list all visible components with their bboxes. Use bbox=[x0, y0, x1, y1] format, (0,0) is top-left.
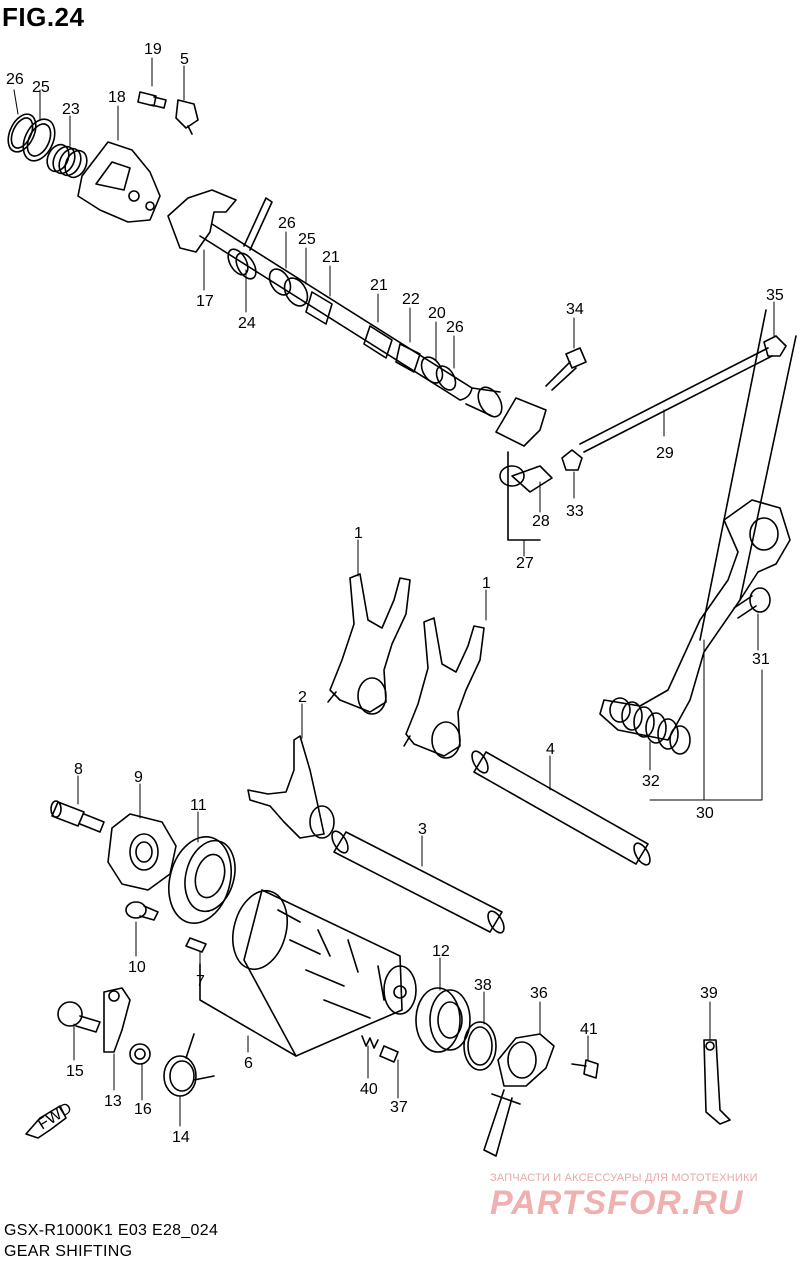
callout: 16 bbox=[134, 1101, 152, 1118]
callout: 20 bbox=[428, 305, 446, 322]
callout: 21 bbox=[322, 249, 340, 266]
callout: 27 bbox=[516, 555, 534, 572]
shift-lever-30 bbox=[599, 309, 797, 741]
callout: 29 bbox=[656, 445, 674, 462]
bolt-34 bbox=[545, 347, 587, 391]
stopper-arm-13 bbox=[103, 987, 131, 1053]
callout: 39 bbox=[700, 985, 718, 1002]
callout: 38 bbox=[474, 977, 492, 994]
callout: 33 bbox=[566, 503, 584, 520]
shift-fork-1a bbox=[327, 573, 411, 715]
callout: 40 bbox=[360, 1081, 378, 1098]
callout: 19 bbox=[144, 41, 162, 58]
callout: 6 bbox=[244, 1055, 253, 1072]
callout: 34 bbox=[566, 301, 584, 318]
fork-shaft-3 bbox=[331, 830, 505, 934]
spring-14 bbox=[163, 1033, 215, 1097]
bolt-10 bbox=[125, 901, 159, 921]
gear-position-switch-36 bbox=[483, 1033, 555, 1157]
shaft-collars bbox=[268, 268, 457, 391]
callout: 22 bbox=[402, 291, 420, 308]
callout: 35 bbox=[766, 287, 784, 304]
callout: 17 bbox=[196, 293, 214, 310]
callout-labels: 26 25 23 18 19 5 17 24 26 25 21 21 22 20… bbox=[6, 41, 784, 1146]
spring-40 bbox=[361, 1035, 379, 1049]
fwd-label: FWD bbox=[35, 1100, 75, 1134]
callout: 3 bbox=[418, 821, 427, 838]
callout: 1 bbox=[354, 525, 363, 542]
shift-fork-2 bbox=[247, 735, 335, 839]
callout: 37 bbox=[390, 1099, 408, 1116]
callout: 10 bbox=[128, 959, 146, 976]
bolt-15 bbox=[57, 1001, 101, 1033]
callout: 31 bbox=[752, 651, 770, 668]
callout: 28 bbox=[532, 513, 550, 530]
callout: 13 bbox=[104, 1093, 122, 1110]
washer-25 bbox=[22, 118, 56, 162]
callout: 36 bbox=[530, 985, 548, 1002]
spring-23 bbox=[46, 143, 88, 179]
callout: 1 bbox=[482, 575, 491, 592]
callout: 25 bbox=[298, 231, 316, 248]
callout: 4 bbox=[546, 741, 555, 758]
callout: 9 bbox=[134, 769, 143, 786]
o-ring-38 bbox=[463, 1021, 497, 1071]
rod-29 bbox=[579, 347, 773, 453]
figure-title: FIG.24 bbox=[2, 2, 85, 32]
lock-washer-5 bbox=[175, 99, 199, 135]
callout: 30 bbox=[696, 805, 714, 822]
callout: 14 bbox=[172, 1129, 190, 1146]
shift-shaft-17 bbox=[167, 189, 503, 418]
leader-lines bbox=[13, 57, 775, 1127]
callout: 2 bbox=[298, 689, 307, 706]
callout: 32 bbox=[642, 773, 660, 790]
bearing-12 bbox=[415, 987, 471, 1053]
clamp-39 bbox=[703, 1039, 731, 1125]
pin-7 bbox=[185, 937, 297, 1057]
callout: 26 bbox=[278, 215, 296, 232]
callout: 5 bbox=[180, 51, 189, 68]
footpeg-rubber-32 bbox=[609, 697, 691, 755]
pivot-bolt-31 bbox=[733, 587, 771, 619]
callout: 21 bbox=[370, 277, 388, 294]
bolt-19 bbox=[137, 91, 167, 109]
callout: 23 bbox=[62, 101, 80, 118]
spring-24 bbox=[227, 197, 273, 280]
watermark-tagline: ЗАПЧАСТИ И АКСЕССУАРЫ ДЛЯ МОТОТЕХНИКИ bbox=[490, 1172, 758, 1184]
callout: 25 bbox=[32, 79, 50, 96]
fork-shaft-4 bbox=[471, 750, 651, 866]
callout: 8 bbox=[74, 761, 83, 778]
circlip-26 bbox=[7, 113, 37, 153]
bearing-11 bbox=[168, 835, 236, 925]
callout: 7 bbox=[196, 973, 205, 990]
callout: 26 bbox=[6, 71, 24, 88]
screw-41 bbox=[571, 1059, 599, 1079]
callout: 11 bbox=[190, 797, 207, 814]
callout: 12 bbox=[432, 943, 450, 960]
watermark-brand: PARTSFOR.RU bbox=[490, 1184, 744, 1222]
callout: 41 bbox=[580, 1021, 598, 1038]
shift-arm-27 bbox=[495, 397, 553, 541]
callout: 15 bbox=[66, 1063, 84, 1080]
plate-18 bbox=[77, 141, 161, 223]
shift-cam-6 bbox=[232, 889, 417, 1057]
nut-33 bbox=[561, 449, 583, 471]
nut-35 bbox=[763, 335, 787, 357]
callout: 26 bbox=[446, 319, 464, 336]
pin-37 bbox=[379, 1045, 399, 1063]
callout: 24 bbox=[238, 315, 256, 332]
cam-stopper-9 bbox=[107, 813, 177, 891]
pin-8 bbox=[50, 800, 105, 833]
shift-fork-1b bbox=[403, 617, 485, 759]
callout: 18 bbox=[108, 89, 126, 106]
model-code: GSX-R1000K1 E03 E28_024 bbox=[4, 1222, 219, 1239]
section-title: GEAR SHIFTING bbox=[4, 1243, 133, 1260]
washer-16 bbox=[129, 1043, 151, 1065]
fwd-arrow-icon bbox=[25, 1105, 67, 1139]
